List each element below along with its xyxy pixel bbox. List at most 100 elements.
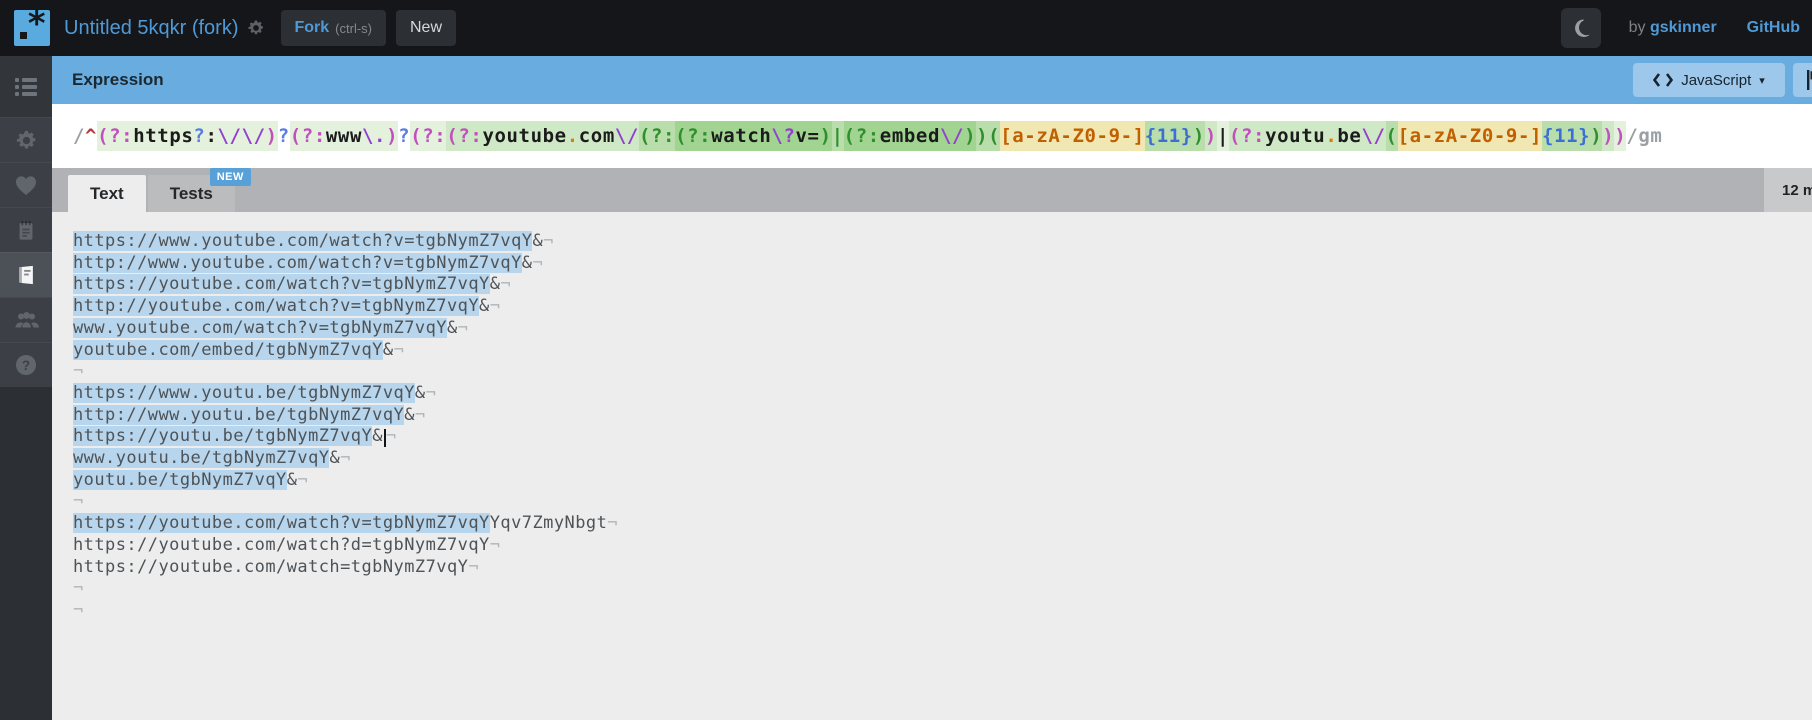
text-segment: & bbox=[382, 339, 394, 360]
text-segment: & bbox=[372, 426, 383, 447]
top-bar-right: by gskinner GitHub bbox=[1560, 8, 1800, 48]
tab-tests[interactable]: Tests NEW bbox=[147, 168, 251, 212]
svg-text:?: ? bbox=[22, 358, 30, 373]
regex-token: be bbox=[1337, 121, 1362, 151]
text-line[interactable]: http://www.youtube.com/watch?v=tgbNymZ7v… bbox=[73, 252, 1812, 275]
regexr-logo[interactable]: * bbox=[14, 4, 50, 46]
text-line[interactable]: youtube.com/embed/tgbNymZ7vqY&¬ bbox=[73, 339, 1812, 362]
text-line[interactable]: http://www.youtu.be/tgbNymZ7vqY&¬ bbox=[73, 404, 1812, 427]
sidebar-item-community[interactable] bbox=[0, 297, 52, 342]
book-icon bbox=[15, 264, 37, 286]
text-segment: & bbox=[414, 382, 426, 403]
match-highlight: https://youtu.be/tgbNymZ7vqY bbox=[73, 426, 373, 447]
text-line[interactable]: https://youtube.com/watch?v=tgbNymZ7vqYY… bbox=[73, 513, 1812, 535]
github-link[interactable]: GitHub bbox=[1746, 19, 1800, 36]
sidebar-item-favorites[interactable] bbox=[0, 162, 52, 207]
line-end-marker: ¬ bbox=[425, 382, 437, 403]
new-button-label: New bbox=[410, 19, 443, 36]
sidebar-item-patterns[interactable] bbox=[0, 252, 52, 297]
regex-token: (?: bbox=[1228, 121, 1266, 151]
regex-token: ) bbox=[265, 121, 278, 151]
regex-token: embed bbox=[879, 121, 940, 151]
regex-token: / bbox=[1626, 125, 1639, 147]
sidebar-item-menu[interactable] bbox=[0, 56, 52, 117]
top-bar: * Untitled 5kqkr (fork) Fork (ctrl-s) Ne… bbox=[0, 0, 1812, 56]
heart-icon bbox=[14, 175, 38, 196]
regex-token: ) bbox=[976, 121, 989, 151]
sidebar-item-cheatsheet[interactable] bbox=[0, 207, 52, 252]
line-end-marker: ¬ bbox=[489, 534, 501, 555]
regex-token: ? bbox=[193, 121, 206, 151]
regex-token: youtube bbox=[482, 121, 567, 151]
document-title[interactable]: Untitled 5kqkr (fork) bbox=[64, 16, 239, 39]
text-line[interactable]: https://youtube.com/watch=tgbNymZ7vqY¬ bbox=[73, 557, 1812, 579]
text-line[interactable]: ¬ bbox=[73, 361, 1812, 383]
text-line[interactable]: ¬ bbox=[73, 600, 1812, 622]
list-icon bbox=[14, 77, 38, 97]
new-badge: NEW bbox=[209, 168, 251, 186]
match-highlight: http://www.youtu.be/tgbNymZ7vqY bbox=[73, 404, 405, 425]
regex-token: . bbox=[566, 121, 579, 151]
regex-token: (?: bbox=[289, 121, 326, 151]
line-end-marker: ¬ bbox=[73, 491, 84, 512]
regex-token: \? bbox=[771, 121, 796, 151]
regex-token: ^ bbox=[85, 125, 98, 147]
sidebar: ? bbox=[0, 56, 52, 720]
regex-token: ) bbox=[1192, 121, 1205, 151]
regex-token: ) bbox=[1614, 121, 1627, 151]
line-end-marker: ¬ bbox=[73, 578, 84, 599]
text-line[interactable]: https://youtube.com/watch?v=tgbNymZ7vqY&… bbox=[73, 274, 1812, 296]
text-segment: & bbox=[446, 317, 458, 338]
text-segment: & bbox=[521, 252, 533, 273]
language-dropdown[interactable]: JavaScript ▾ bbox=[1633, 63, 1785, 97]
tab-tests-label: Tests bbox=[169, 183, 213, 203]
dark-mode-toggle[interactable] bbox=[1560, 8, 1601, 48]
regex-token: ) bbox=[819, 121, 832, 151]
regex-token: ? bbox=[277, 125, 290, 147]
line-end-marker: ¬ bbox=[468, 556, 480, 577]
text-line[interactable]: ¬ bbox=[73, 491, 1812, 513]
regex-token: gm bbox=[1638, 125, 1663, 147]
help-icon: ? bbox=[14, 353, 38, 377]
sidebar-item-help[interactable]: ? bbox=[0, 342, 52, 387]
sidebar-item-settings[interactable] bbox=[0, 117, 52, 162]
regex-token: \/ bbox=[940, 121, 965, 151]
title-gear-icon[interactable] bbox=[247, 19, 265, 37]
text-line[interactable]: https://www.youtu.be/tgbNymZ7vqY&¬ bbox=[73, 382, 1812, 405]
line-end-marker: ¬ bbox=[340, 448, 351, 469]
text-line[interactable]: http://youtube.com/watch?v=tgbNymZ7vqY&¬ bbox=[73, 296, 1812, 318]
text-line[interactable]: www.youtube.com/watch?v=tgbNymZ7vqY&¬ bbox=[73, 317, 1812, 340]
tab-text-label: Text bbox=[90, 183, 124, 203]
fork-button[interactable]: Fork (ctrl-s) bbox=[280, 10, 386, 46]
regex-token: ( bbox=[988, 121, 1001, 151]
expression-input[interactable]: /^(?:https?:\/\/)?(?:www\.)?(?:(?:youtub… bbox=[52, 104, 1812, 168]
flags-button[interactable] bbox=[1793, 63, 1812, 97]
tab-text[interactable]: Text bbox=[68, 175, 146, 212]
author-link[interactable]: gskinner bbox=[1649, 19, 1717, 36]
text-segment: https://youtube.com/watch=tgbNymZ7vqY bbox=[73, 556, 469, 577]
regex-token: www bbox=[325, 121, 363, 151]
match-highlight: youtu.be/tgbNymZ7vqY bbox=[73, 469, 287, 490]
regex-token: ) bbox=[964, 121, 977, 151]
text-segment: & bbox=[532, 231, 544, 251]
regex-token: / bbox=[73, 125, 86, 147]
line-end-marker: ¬ bbox=[532, 252, 544, 273]
text-line[interactable]: youtu.be/tgbNymZ7vqY&¬ bbox=[73, 469, 1812, 492]
text-line[interactable]: https://www.youtube.com/watch?v=tgbNymZ7… bbox=[73, 231, 1812, 253]
regex-token: ) bbox=[386, 121, 399, 151]
match-highlight: http://www.youtube.com/watch?v=tgbNymZ7v… bbox=[73, 252, 522, 273]
new-button[interactable]: New bbox=[396, 10, 457, 46]
text-line[interactable]: https://youtu.be/tgbNymZ7vqY&¬ bbox=[73, 426, 1812, 448]
text-line[interactable]: www.youtu.be/tgbNymZ7vqY&¬ bbox=[73, 448, 1812, 470]
fork-shortcut-hint: (ctrl-s) bbox=[335, 20, 372, 36]
regex-token: com bbox=[578, 121, 615, 151]
text-line[interactable]: https://youtube.com/watch?d=tgbNymZ7vqY¬ bbox=[73, 535, 1812, 557]
gear-icon bbox=[15, 129, 38, 152]
regex-token: \/ bbox=[614, 121, 639, 151]
line-end-marker: ¬ bbox=[457, 317, 469, 338]
regex-token: \/ bbox=[1361, 121, 1386, 151]
line-end-marker: ¬ bbox=[489, 296, 501, 317]
text-line[interactable]: ¬ bbox=[73, 578, 1812, 600]
regex-token: v= bbox=[795, 121, 820, 151]
text-area[interactable]: https://www.youtube.com/watch?v=tgbNymZ7… bbox=[52, 212, 1812, 720]
